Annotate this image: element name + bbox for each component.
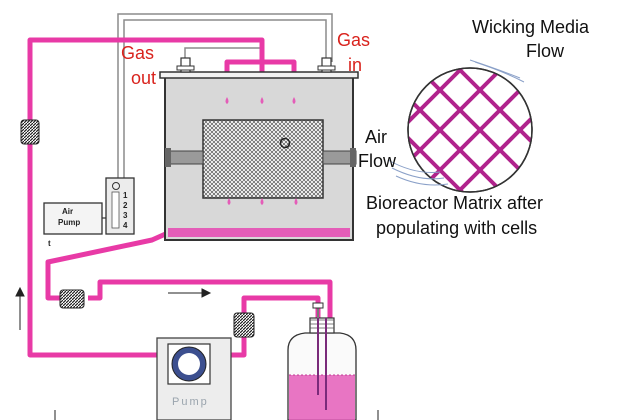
media-tubing (27, 37, 333, 358)
meter-scale-3: 3 (123, 211, 128, 220)
wicking-label-line2: Flow (526, 41, 565, 61)
tube-coupler (233, 312, 255, 338)
media-reservoir (287, 302, 357, 420)
air-pump-mark: t (48, 239, 51, 248)
tube-coupler (20, 119, 40, 145)
gas-port-right (317, 57, 336, 73)
gas-in-label-line1: Gas (337, 30, 371, 50)
meter-scale-2: 2 (123, 201, 128, 210)
matrix-magnified-view (387, 59, 533, 193)
gas-out-label-line2: out (131, 68, 157, 88)
flow-arrows (15, 286, 379, 420)
gas-lines (117, 13, 333, 198)
matrix-label-line1: Bioreactor Matrix after (366, 193, 544, 213)
gas-port-left (176, 57, 195, 73)
gas-out-label-line1: Gas (121, 43, 155, 63)
gas-in-label-line2: in (348, 55, 363, 75)
flowmeter: 1 2 3 4 (105, 177, 135, 235)
bioreactor-chamber (159, 71, 359, 241)
meter-scale-1: 1 (123, 191, 128, 200)
tube-coupler (59, 289, 85, 309)
wicking-label-line1: Wicking Media (472, 17, 590, 37)
matrix-label-line2: populating with cells (376, 218, 538, 238)
meter-scale-4: 4 (123, 221, 128, 230)
peristaltic-pump: Pump (156, 337, 232, 420)
air-flow-label-line2: Flow (358, 151, 397, 171)
air-flow-label-line1: Air (365, 127, 387, 147)
air-pump: Air Pump t (43, 202, 106, 248)
air-pump-label-line1: Air (62, 207, 73, 216)
pump-label: Pump (172, 396, 209, 408)
air-pump-label-line2: Pump (58, 218, 80, 227)
